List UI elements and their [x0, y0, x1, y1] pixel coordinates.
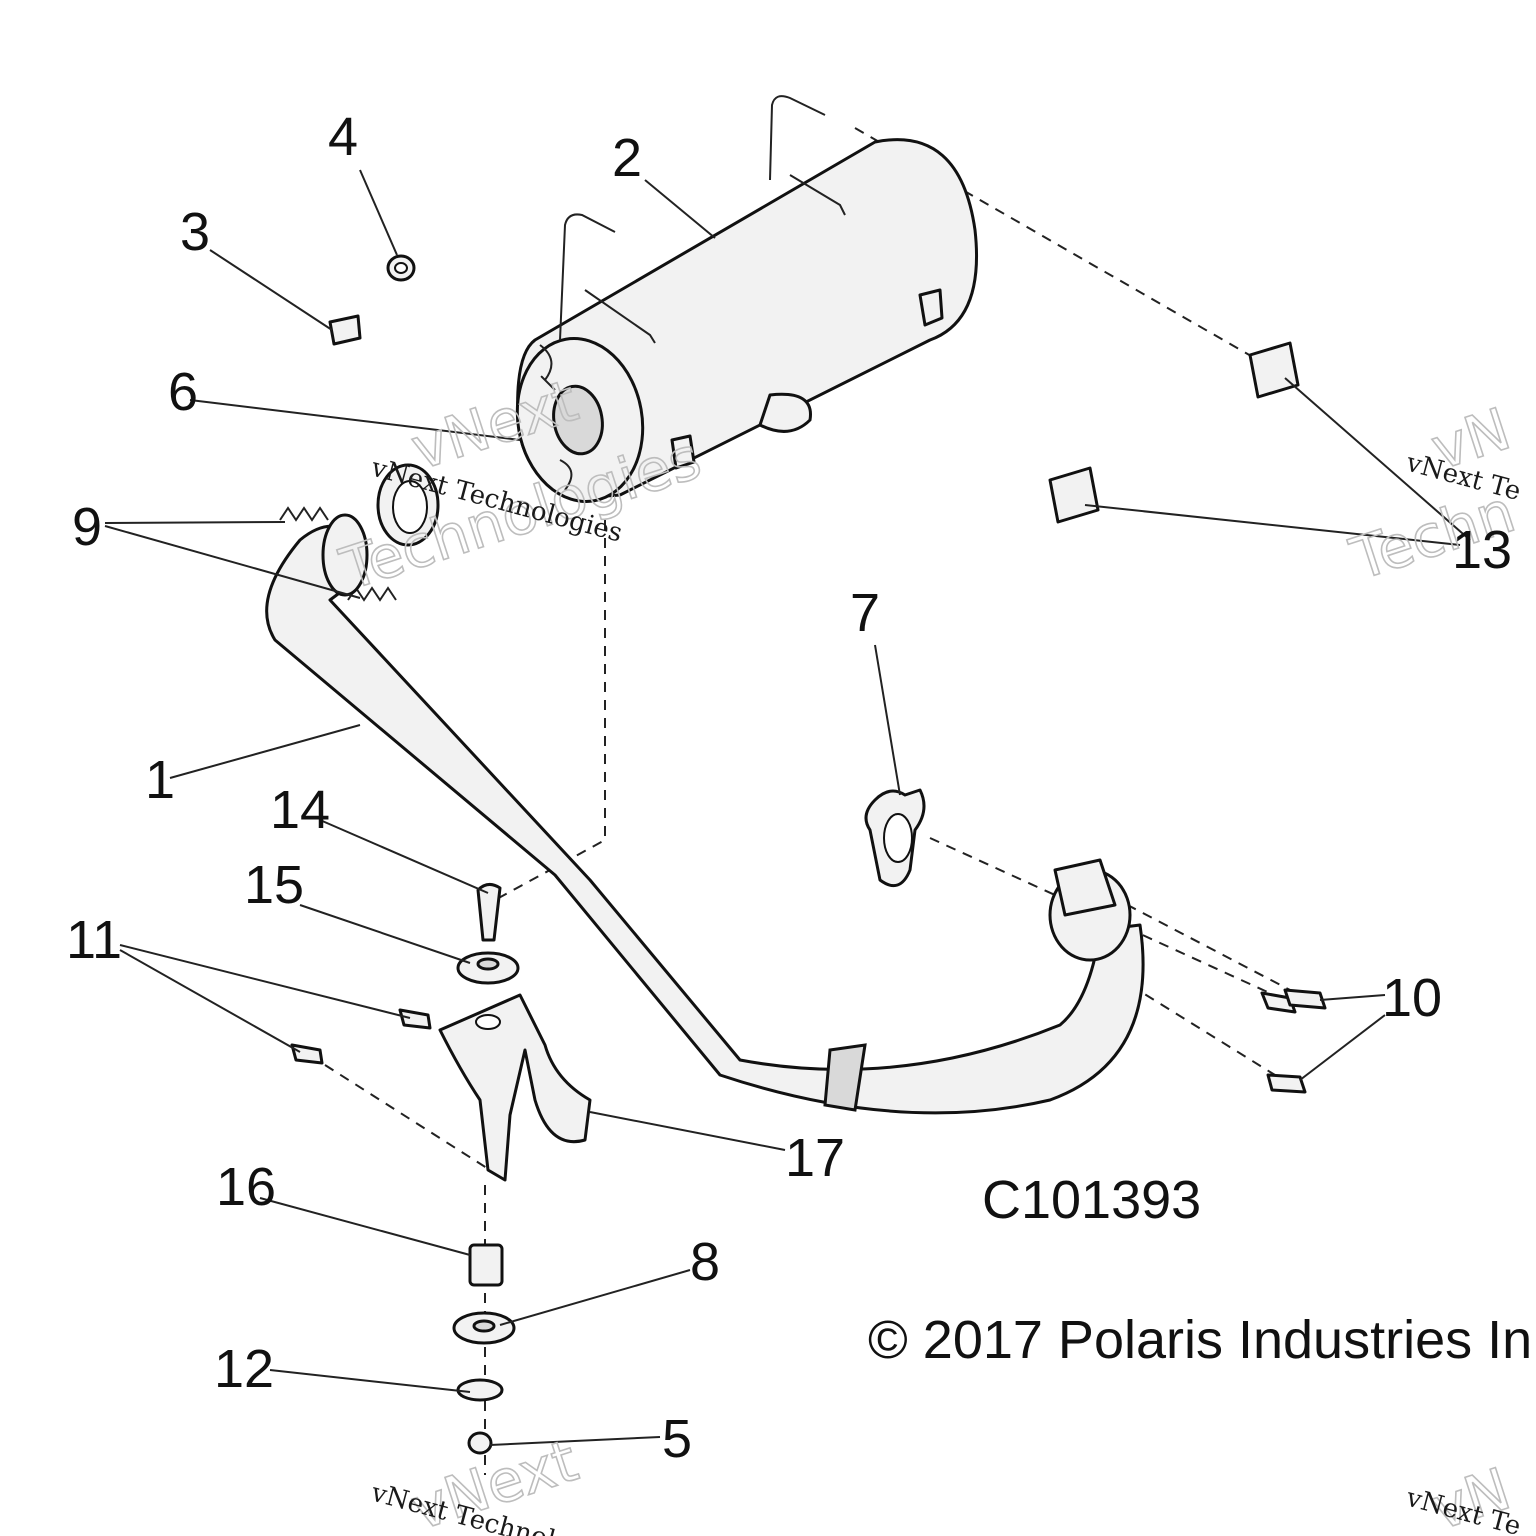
callout-17: 17	[785, 1128, 845, 1188]
callout-14: 14	[270, 780, 330, 840]
callout-9: 9	[72, 497, 102, 557]
bolts	[290, 988, 1327, 1094]
callout-labels: 1 2 3 4 5 6 7 8 9 10 11 12 13 14 15 16 1…	[66, 107, 1512, 1469]
callout-1: 1	[145, 750, 175, 810]
callout-11: 11	[66, 910, 122, 970]
callout-5: 5	[662, 1409, 692, 1469]
mount-hardware	[452, 883, 520, 1455]
head-pipe	[265, 513, 1145, 1115]
callout-12: 12	[214, 1339, 274, 1399]
callout-13: 13	[1452, 520, 1512, 580]
rubber-isolators	[1048, 341, 1300, 524]
copyright-notice: © 2017 Polaris Industries In	[868, 1310, 1532, 1370]
small-fittings	[328, 254, 416, 346]
callout-4: 4	[328, 107, 358, 167]
callout-7: 7	[850, 583, 880, 643]
watermark-bottom: vNext vNext Technologies vN vNext Te	[367, 1425, 1524, 1536]
callout-10: 10	[1382, 968, 1442, 1028]
exhaust-gasket	[864, 788, 926, 888]
callout-8: 8	[690, 1232, 720, 1292]
muffler	[515, 95, 979, 503]
diagram-code: C101393	[982, 1170, 1201, 1230]
callout-6: 6	[168, 362, 198, 422]
gasket-ring	[376, 463, 440, 547]
callout-16: 16	[216, 1157, 276, 1217]
callout-2: 2	[612, 128, 642, 188]
mount-bracket	[438, 993, 592, 1182]
callout-15: 15	[244, 855, 304, 915]
leader-lines	[104, 169, 1471, 1446]
callout-3: 3	[180, 202, 210, 262]
